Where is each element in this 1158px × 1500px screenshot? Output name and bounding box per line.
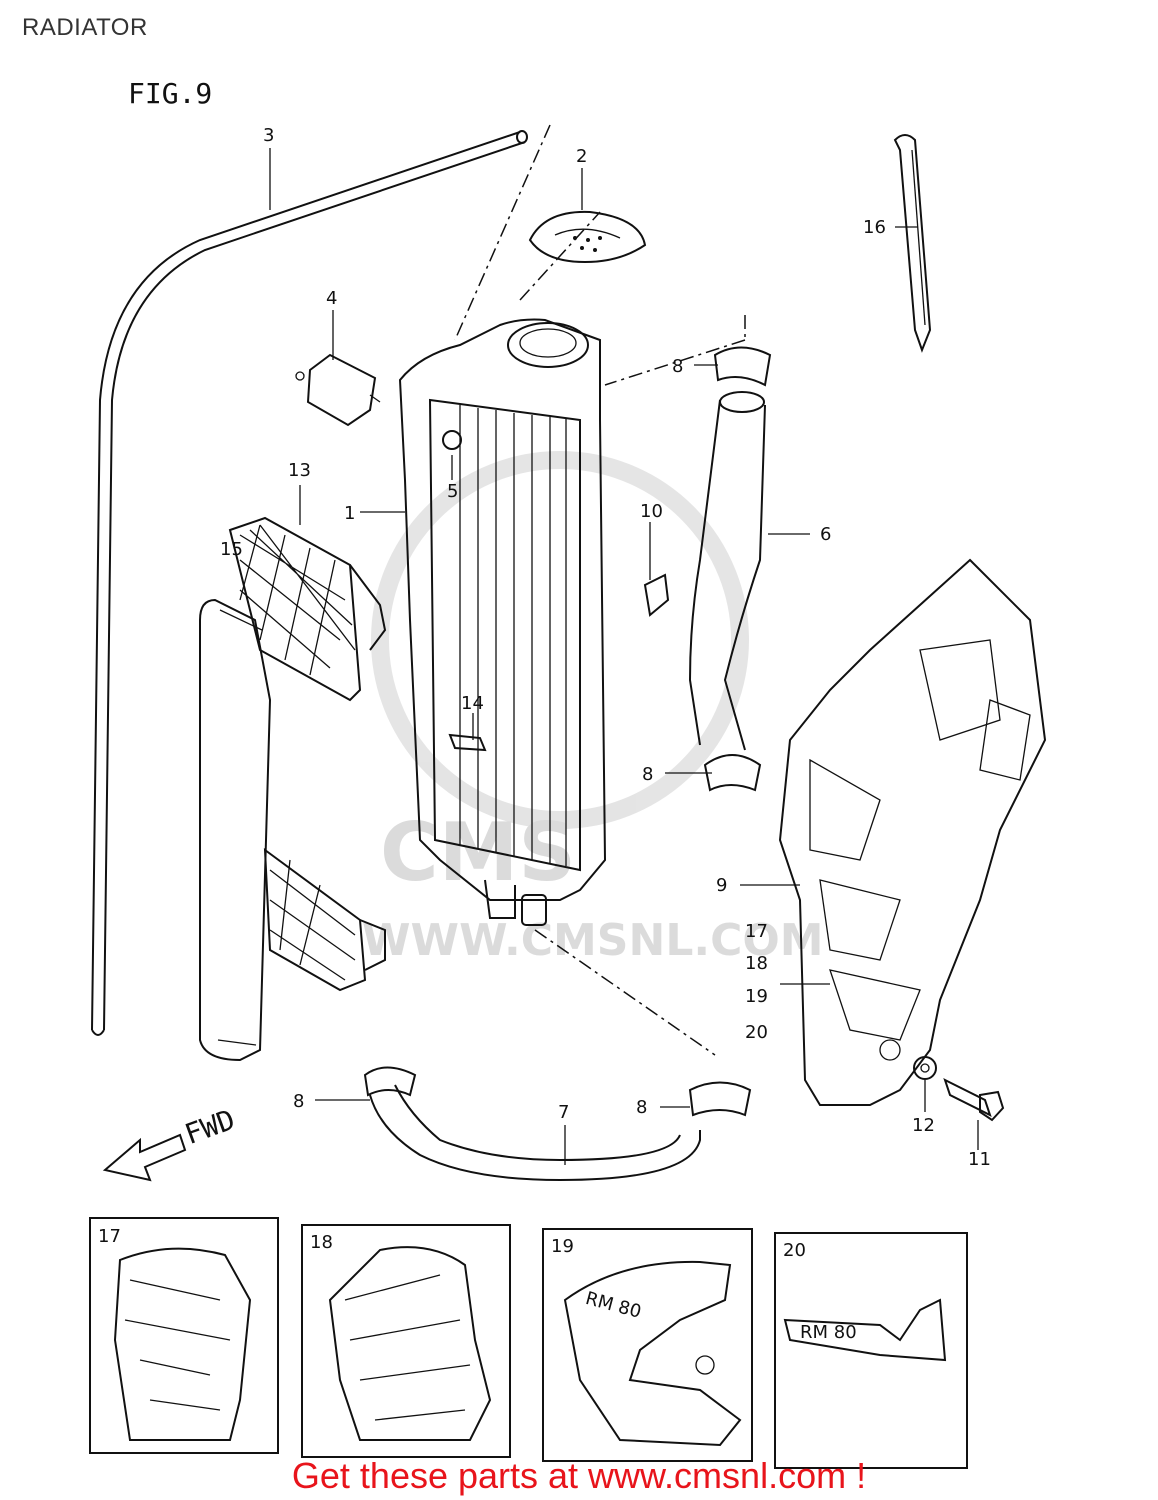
fwd-label: FWD xyxy=(180,1103,239,1151)
inset-18: 18 xyxy=(301,1224,511,1458)
callout-10: 10 xyxy=(640,501,663,522)
callout-8-top: 8 xyxy=(672,356,683,377)
bolt xyxy=(943,1078,1005,1122)
inset-18-number: 18 xyxy=(310,1232,333,1253)
callout-12: 12 xyxy=(912,1115,935,1136)
radiator-grille xyxy=(199,516,387,1062)
callout-13: 13 xyxy=(288,460,311,481)
callout-3: 3 xyxy=(263,125,274,146)
callout-11: 11 xyxy=(968,1149,991,1170)
callout-6: 6 xyxy=(820,524,831,545)
callout-8-mid: 8 xyxy=(642,764,653,785)
page-title: RADIATOR xyxy=(22,14,148,41)
inset-17-number: 17 xyxy=(98,1226,121,1247)
cable-tie xyxy=(893,134,932,353)
callout-4: 4 xyxy=(326,288,337,309)
lower-hose xyxy=(363,1066,752,1182)
forward-arrow xyxy=(102,1133,187,1182)
bolt-small xyxy=(448,733,487,752)
callout-1: 1 xyxy=(344,503,355,524)
footer-link[interactable]: Get these parts at www.cmsnl.com ! xyxy=(291,1455,867,1496)
clip xyxy=(643,573,670,617)
washer xyxy=(913,1056,937,1080)
callout-17: 17 xyxy=(745,921,768,942)
inset-17: 17 xyxy=(89,1217,279,1454)
inset-19-number: 19 xyxy=(551,1236,574,1257)
inset-20-decal-text: RM 80 xyxy=(800,1322,857,1343)
callout-5: 5 xyxy=(447,481,458,502)
alignment-lines xyxy=(454,124,746,1056)
watermark-url: WWW.CMSNL.COM xyxy=(362,915,824,966)
callout-2: 2 xyxy=(576,146,587,167)
callout-18: 18 xyxy=(745,953,768,974)
callout-8-right: 8 xyxy=(636,1097,647,1118)
callout-numbers: 3 2 4 1 5 13 15 6 8 8 10 14 16 9 17 18 1… xyxy=(220,125,991,1170)
upper-hose xyxy=(688,346,772,792)
leader-lines xyxy=(269,148,979,1165)
callout-9: 9 xyxy=(716,875,727,896)
callout-19: 19 xyxy=(745,986,768,1007)
radiator-core xyxy=(398,318,607,926)
inset-19: 19 RM 80 xyxy=(542,1228,753,1462)
thermo-switch xyxy=(295,353,381,427)
callout-8-left: 8 xyxy=(293,1091,304,1112)
inset-20: 20 RM 80 xyxy=(774,1232,968,1469)
callout-15: 15 xyxy=(220,539,243,560)
overflow-tube xyxy=(91,130,528,1036)
radiator-shroud xyxy=(778,558,1047,1106)
callout-7: 7 xyxy=(558,1102,569,1123)
callout-14: 14 xyxy=(461,693,484,714)
figure-label: FIG.9 xyxy=(128,77,212,110)
callout-16: 16 xyxy=(863,217,886,238)
inset-19-decal-text: RM 80 xyxy=(583,1288,643,1323)
radiator-cap xyxy=(528,210,647,264)
inset-20-number: 20 xyxy=(783,1240,806,1261)
callout-20: 20 xyxy=(745,1022,768,1043)
